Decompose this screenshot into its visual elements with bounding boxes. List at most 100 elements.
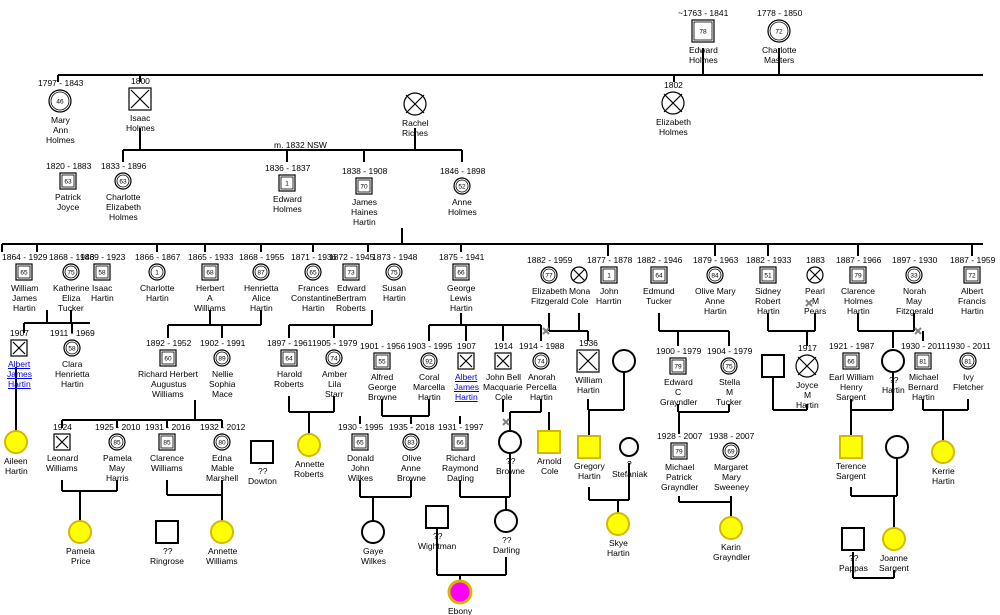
inner-frame (61, 174, 75, 188)
person-name-line: Isaac (92, 283, 113, 293)
person-qq-darling-circle-icon (494, 509, 518, 533)
person-name-line[interactable]: James (454, 382, 479, 392)
person-name-line: Edward (337, 283, 366, 293)
age-label: 84 (711, 273, 719, 280)
person-richard-herbert-a-williams-square-icon (159, 349, 177, 367)
person-name-line: Roberts (274, 379, 304, 389)
person-name-line: Henrietta (244, 283, 279, 293)
person-dates: 1930 - 2011 (946, 341, 991, 351)
person-dates: 1924 (53, 422, 72, 432)
deceased-cross-icon (797, 356, 817, 376)
person-name-line: A (207, 293, 213, 303)
person-terence-sargent-square-icon (839, 435, 863, 459)
person-name-line: Wightman (418, 541, 457, 551)
person-name-link[interactable]: Hartin (455, 392, 478, 402)
person-dates: 1907 (10, 328, 29, 338)
person-name-line: Hartin (704, 306, 727, 316)
person-name-line: Hartin (250, 303, 273, 313)
person-herbert-a-williams-square-icon (201, 263, 219, 281)
person-name-line: Constantine (291, 293, 337, 303)
inner-frame (708, 268, 722, 282)
person-name-line[interactable]: Albert (455, 372, 477, 382)
person-name-line: Patrick (666, 472, 692, 482)
person-name-line: Alice (252, 293, 271, 303)
person-name-link[interactable]: James (454, 382, 480, 392)
person-dates: 1903 - 1995 (407, 341, 453, 351)
person-name-line: Price (71, 556, 91, 566)
person-name-line: Mary (722, 472, 741, 482)
inner-frame (961, 354, 975, 368)
person-dates: 1897 - 1930 (892, 255, 938, 265)
person-name-line: C (675, 387, 682, 397)
deceased-cross-icon (12, 341, 26, 355)
person-name-line: Pamela (66, 546, 95, 556)
person-mary-ann-holmes-circle-icon (48, 89, 72, 113)
person-name-line: Williams (152, 389, 184, 399)
person-dates: 1864 - 1929 (2, 252, 48, 262)
person-name-line: Edmund (643, 286, 675, 296)
person-name-line: May (906, 296, 923, 306)
inner-frame (534, 354, 548, 368)
person-name-link[interactable]: Albert (455, 372, 478, 382)
age-label: 68 (206, 270, 214, 277)
person-edward-c-grayndler-square-icon (669, 357, 687, 375)
person-name-line: ?? (849, 553, 859, 563)
inner-frame (844, 354, 858, 368)
age-label: 66 (457, 270, 465, 277)
person-name-line: Harrtin (596, 296, 622, 306)
person-dates: 1887 - 1959 (950, 255, 996, 265)
person-name-line[interactable]: James (7, 369, 32, 379)
person-name-line: Elizabeth (656, 117, 691, 127)
inner-frame (327, 351, 341, 365)
inner-frame (722, 359, 736, 373)
person-name-line: Tucker (58, 303, 84, 313)
person-name-line[interactable]: Hartin (455, 392, 478, 402)
person-ebony-circle-icon (447, 579, 473, 605)
person-name-line: Frances (298, 283, 329, 293)
inner-frame (64, 265, 78, 279)
age-label: 51 (764, 273, 772, 280)
person-name-line: Mary (51, 115, 70, 125)
person-name-line: Hartin (578, 471, 601, 481)
person-name-line: Michael (909, 372, 939, 382)
person-dates: 1778 - 1850 (757, 8, 803, 18)
person-name-line: Sophia (209, 379, 236, 389)
person-name-line: Fitzgerald (531, 296, 569, 306)
person-george-lewis-hartin-square-icon (452, 263, 470, 281)
person-name-line: Arnold (537, 456, 562, 466)
person-name-link[interactable]: Albert (8, 359, 31, 369)
person-clarence-holmes-hartin-square-icon (849, 266, 867, 284)
person-name-line: Hartin (607, 548, 630, 558)
person-dates: 1882 - 1933 (746, 255, 792, 265)
age-label: 55 (378, 359, 386, 366)
person-name-line[interactable]: Hartin (8, 379, 31, 389)
inner-frame (215, 351, 229, 365)
person-donald-john-wilkes-square-icon (351, 433, 369, 451)
person-name-line: Haines (351, 207, 378, 217)
age-label: 74 (537, 359, 545, 366)
person-dates: 1836 - 1837 (265, 163, 311, 173)
person-name-line: Gaye (363, 546, 384, 556)
person-name-line: Grayndler (713, 552, 751, 562)
inner-frame (724, 444, 738, 458)
person-name-line[interactable]: Albert (8, 359, 30, 369)
person-dates: 1865 - 1933 (188, 252, 234, 262)
person-name-line: ?? (433, 531, 443, 541)
age-label: 73 (347, 270, 355, 277)
person-sidney-robert-hartin-square-icon (759, 266, 777, 284)
person-qq-hartin-f-circle-icon (881, 349, 905, 373)
person-name-link[interactable]: James (7, 369, 33, 379)
age-label: 74 (330, 356, 338, 363)
person-name-line: Browne (368, 392, 397, 402)
person-dates: 1925 - 2010 (95, 422, 141, 432)
person-name-line: Harold (277, 369, 303, 379)
person-name-line: Augustus (151, 379, 187, 389)
person-name-line: Holmes (448, 207, 477, 217)
person-name-line: George (447, 283, 476, 293)
person-name-line: Hartin (450, 303, 473, 313)
person-name-link[interactable]: Hartin (8, 379, 31, 389)
person-name-line: Henry (840, 382, 863, 392)
person-name-line: M (804, 390, 812, 400)
person-dates: 1879 - 1963 (693, 255, 739, 265)
person-f-unknown-william-circle-icon (612, 349, 636, 373)
